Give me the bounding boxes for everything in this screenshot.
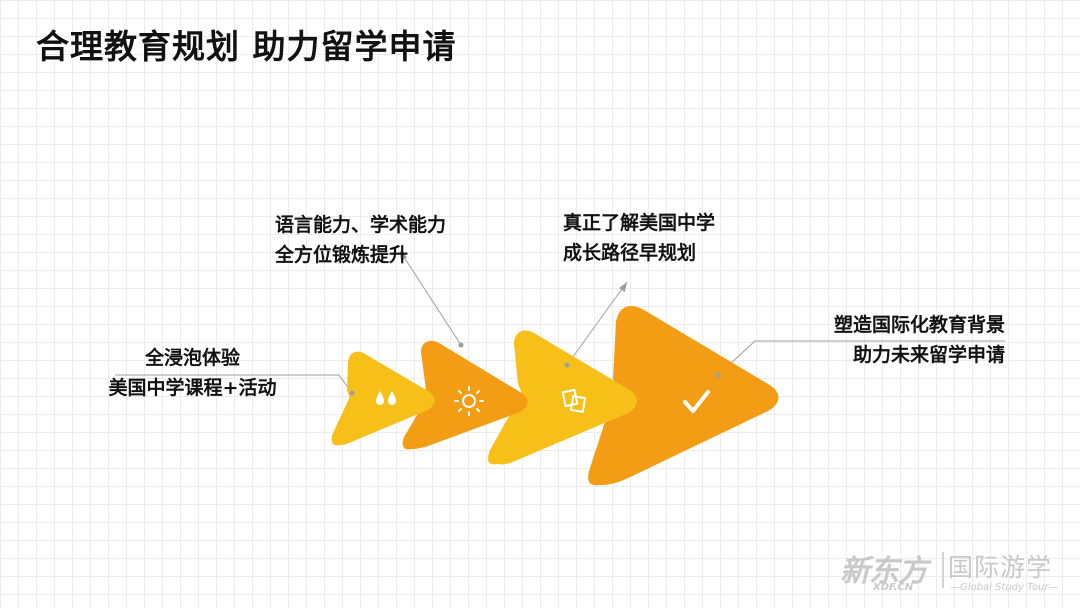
marker-1 — [349, 390, 355, 396]
marker-3 — [564, 362, 570, 368]
step-1-line-1: 全浸泡体验 — [144, 347, 240, 369]
page-title: 合理教育规划 助力留学申请 — [36, 27, 457, 66]
documents-icon — [561, 388, 587, 413]
step-2-arrow-shape — [402, 340, 528, 450]
step-4-line-1: 塑造国际化教育背景 — [833, 314, 1005, 336]
logo-program: 国际游学 — [948, 553, 1053, 582]
logo-brand-sub: XDF.CN — [873, 582, 914, 593]
step-icons — [376, 386, 710, 416]
sun-icon — [454, 386, 484, 416]
marker-4 — [715, 372, 721, 378]
step-3-line-1: 真正了解美国中学 — [563, 212, 716, 234]
step-2-line-2: 全方位锻炼提升 — [275, 244, 409, 266]
step-2-label: 语言能力、学术能力 全方位锻炼提升 — [275, 210, 446, 270]
connector-2-arrowhead — [400, 251, 407, 261]
connector-markers — [349, 342, 721, 396]
step-4-label: 塑造国际化教育背景 助力未来留学申请 — [805, 310, 1005, 370]
logo-brand: 新东方 — [840, 554, 928, 589]
water-drops-icon — [376, 391, 396, 405]
brand-logo: 新东方 XDF.CN 国际游学 —Global Study Tour— — [840, 546, 1065, 596]
step-3-label: 真正了解美国中学 成长路径早规划 — [563, 208, 715, 268]
step-3-line-2: 成长路径早规划 — [563, 242, 697, 264]
step-shapes — [331, 306, 779, 486]
step-2-line-1: 语言能力、学术能力 — [275, 214, 447, 236]
logo-divider — [942, 552, 944, 588]
step-4-line-2: 助力未来留学申请 — [852, 344, 1005, 366]
connector-2 — [399, 250, 462, 346]
marker-2 — [458, 342, 464, 348]
logo-tagline: —Global Study Tour— — [950, 582, 1059, 593]
connector-3-arrowhead — [619, 282, 627, 292]
step-3-arrow-shape — [488, 330, 637, 465]
step-1-label: 全浸泡体验 美国中学课程+活动 — [100, 343, 285, 403]
step-4-arrow-shape — [588, 306, 779, 486]
connector-3 — [566, 281, 628, 366]
checkmark-icon — [683, 390, 710, 413]
step-1-line-2: 美国中学课程+活动 — [108, 377, 277, 399]
